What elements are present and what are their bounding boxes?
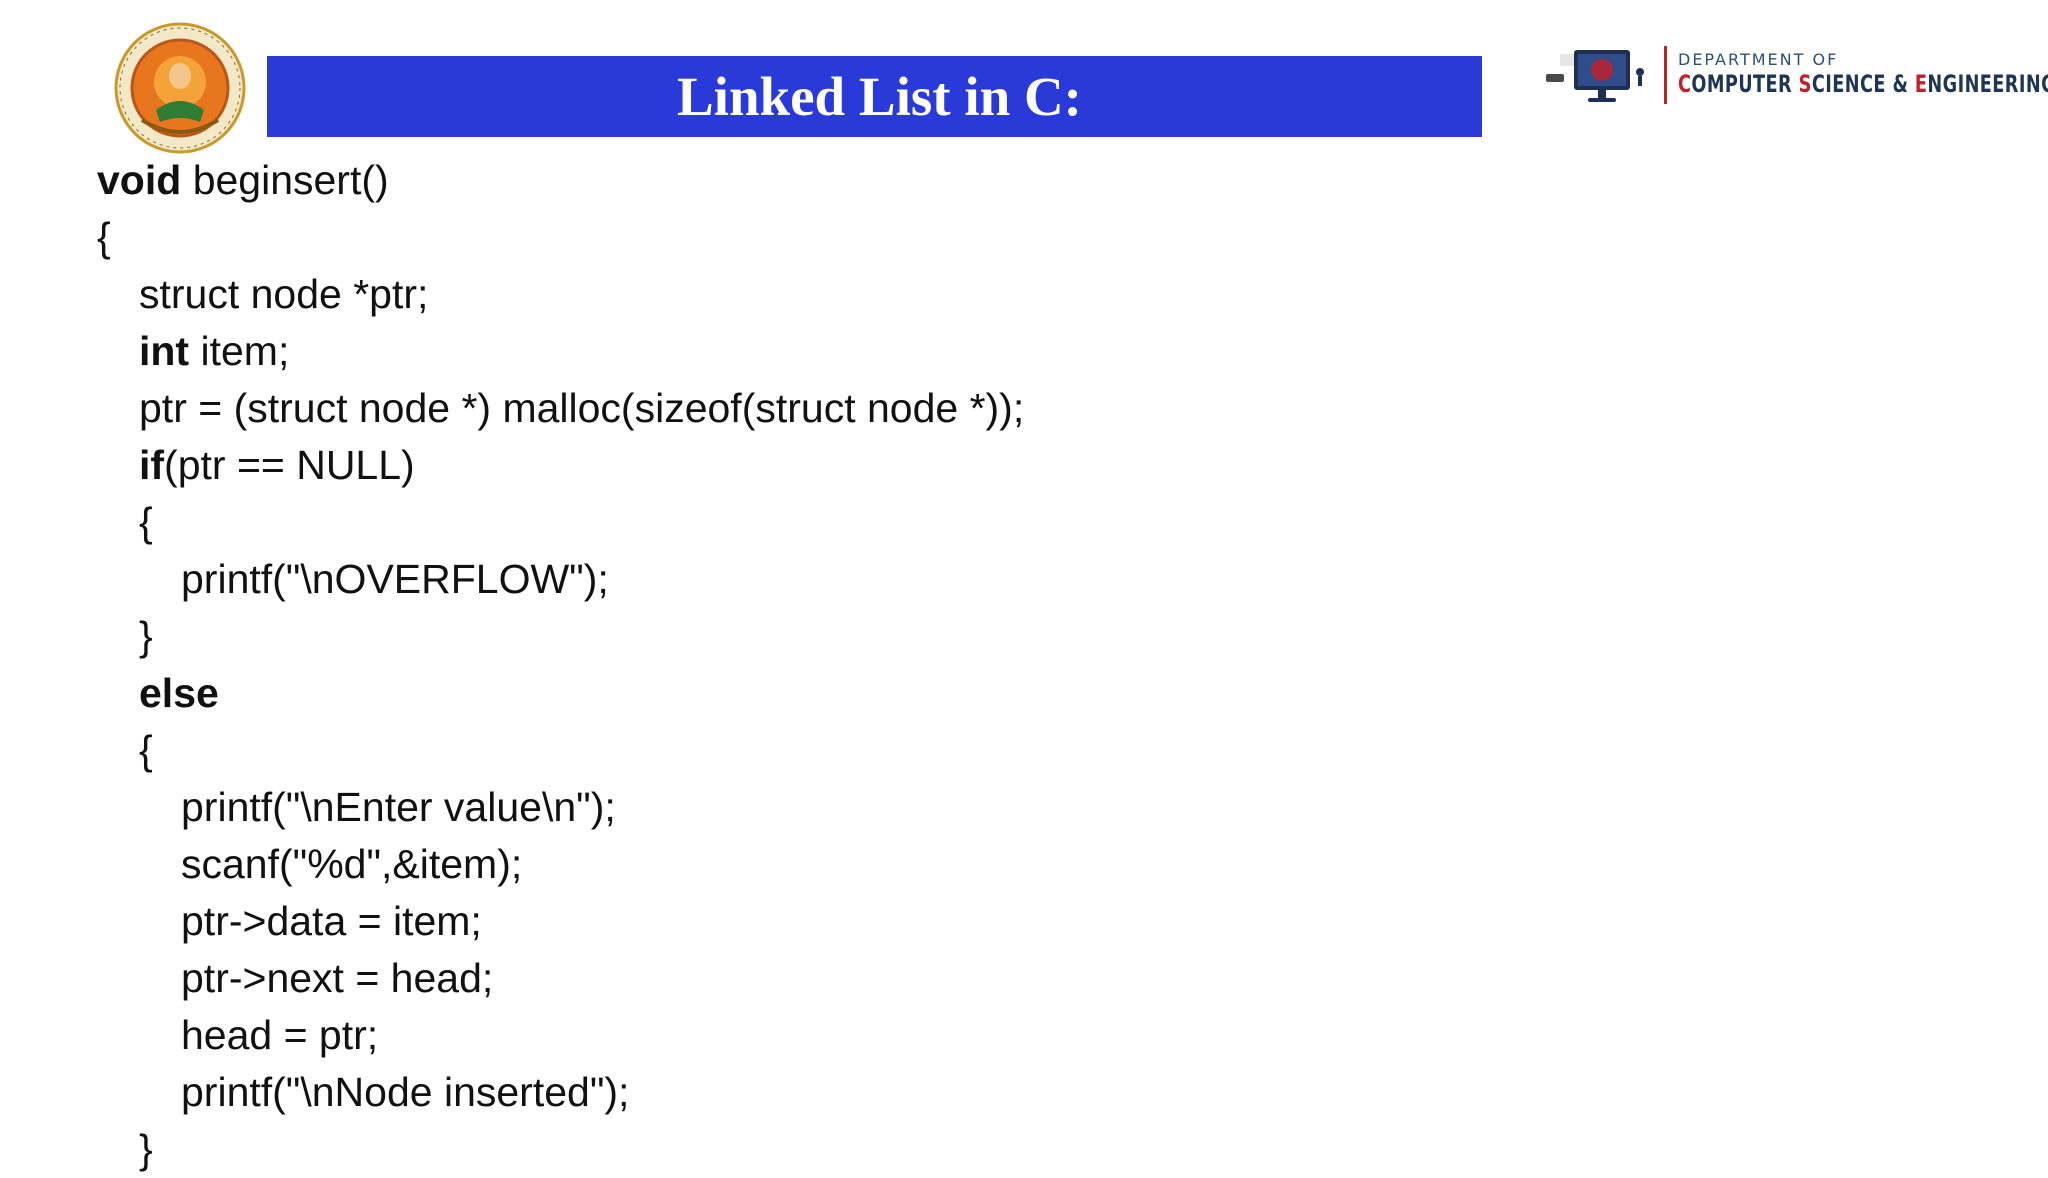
code-text: } [139,613,153,659]
code-text: beginsert() [181,157,389,203]
code-keyword: else [139,670,219,716]
code-line: ptr->data = item; [181,893,482,950]
code-line: } [139,1121,153,1178]
department-logo: DEPARTMENT OF COMPUTER SCIENCE & ENGINEE… [1540,42,2048,112]
slide-title: Linked List in C: [677,66,1082,127]
dept-word-engineering: NGINEERING [1927,70,2048,98]
code-text: ptr = (struct node *) malloc(sizeof(stru… [139,385,1025,431]
dept-cap-e: E [1914,70,1928,98]
code-text: } [139,1126,153,1172]
code-text: printf("\nNode inserted"); [181,1069,630,1115]
dept-cap-s: S [1798,70,1812,98]
dept-label-line1: DEPARTMENT OF [1678,50,1839,69]
code-line: printf("\nOVERFLOW"); [181,551,609,608]
code-keyword: int [139,328,190,374]
code-line: struct node *ptr; [139,266,428,323]
code-text: { [97,214,111,260]
dept-label-line2: COMPUTER SCIENCE & ENGINEERING [1678,70,2048,98]
code-text: printf("\nEnter value\n"); [181,784,616,830]
code-keyword: void [97,157,182,203]
college-seal-icon [112,18,248,158]
code-line: ptr->next = head; [181,950,493,1007]
code-line: printf("\nNode inserted"); [181,1064,629,1121]
code-line: int item; [139,323,289,380]
code-text: ptr->data = item; [181,898,482,944]
code-line: { [139,722,153,779]
code-text: struct node *ptr; [139,271,429,317]
code-text: scanf("%d",&item); [181,841,523,887]
code-line: } [139,608,153,665]
dept-word-computer: OMPUTER [1691,70,1799,98]
code-text: (ptr == NULL) [164,442,415,488]
title-banner: Linked List in C: [267,56,1482,137]
code-line: { [97,209,111,266]
code-line: printf("\nEnter value\n"); [181,779,616,836]
computer-monitor-icon [1540,48,1650,106]
code-text: item; [189,328,290,374]
code-line: if(ptr == NULL) [139,437,415,494]
code-line: void beginsert() [97,152,389,209]
code-text: ptr->next = head; [181,955,494,1001]
slide: Linked List in C: DEPARTMENT OF COMPUTER… [97,18,2048,1172]
code-line: ptr = (struct node *) malloc(sizeof(stru… [139,380,1024,437]
dept-word-science: CIENCE & [1811,70,1915,98]
code-line: head = ptr; [181,1007,378,1064]
code-text: { [139,499,153,545]
code-text: printf("\nOVERFLOW"); [181,556,609,602]
code-keyword: if [139,442,165,488]
code-line: { [139,494,153,551]
logo-divider [1664,46,1667,104]
code-line: else [139,665,219,722]
dept-cap-c: C [1678,70,1692,98]
code-text: { [139,727,153,773]
code-line: scanf("%d",&item); [181,836,522,893]
code-text: head = ptr; [181,1012,379,1058]
